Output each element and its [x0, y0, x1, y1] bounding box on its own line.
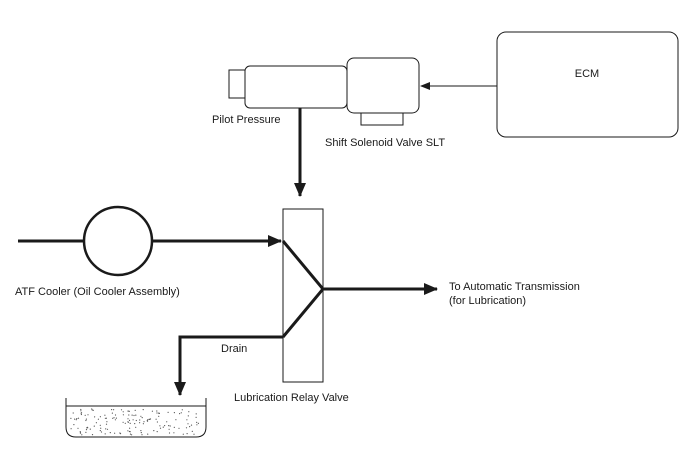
atf-cooler-label: ATF Cooler (Oil Cooler Assembly) [15, 286, 180, 298]
shift-solenoid-valve-icon [228, 57, 420, 126]
drain-label: Drain [221, 343, 247, 355]
atf-cooler-icon [82, 205, 154, 277]
relay-valve-label: Lubrication Relay Valve [234, 392, 349, 404]
lubrication-relay-valve [282, 208, 324, 383]
oil-pan-icon [65, 398, 207, 438]
drain-line [174, 335, 283, 396]
to-transmission-label: To Automatic Transmission [449, 281, 580, 293]
pilot-pressure-label: Pilot Pressure [212, 114, 280, 126]
for-lubrication-label: (for Lubrication) [449, 295, 526, 307]
solenoid-label: Shift Solenoid Valve SLT [325, 137, 445, 149]
valve-internal-passage [281, 240, 325, 338]
ecm-box [496, 31, 679, 138]
ecm-label: ECM [575, 68, 599, 80]
